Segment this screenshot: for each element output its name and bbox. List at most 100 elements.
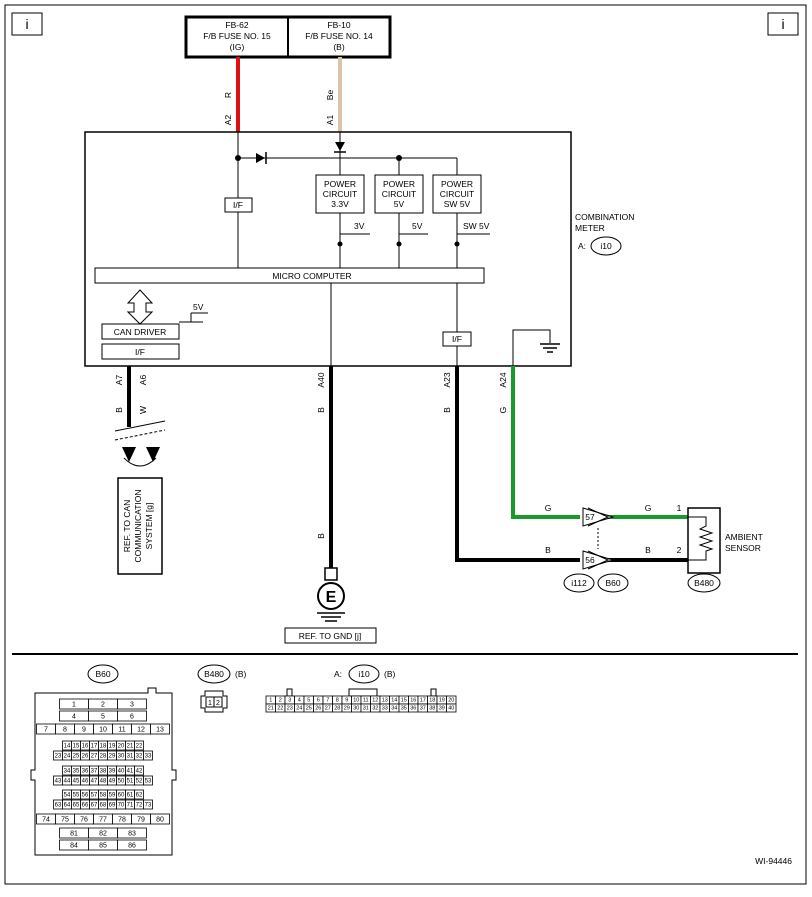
connector-pin: 16 bbox=[80, 740, 90, 751]
output-5v-label: 5V bbox=[412, 221, 423, 231]
svg-text:43: 43 bbox=[55, 779, 62, 785]
svg-text:27: 27 bbox=[325, 706, 331, 712]
svg-text:72: 72 bbox=[136, 803, 143, 809]
svg-text:51: 51 bbox=[127, 779, 134, 785]
connector-pin: 8 bbox=[332, 695, 343, 705]
svg-text:38: 38 bbox=[429, 706, 435, 712]
connector-pin: 41 bbox=[125, 765, 135, 776]
ref-gnd-box[interactable]: REF. TO GND [j] bbox=[284, 627, 377, 644]
connector-pin: 35 bbox=[398, 703, 409, 713]
svg-text:4: 4 bbox=[72, 714, 76, 721]
lower-harness bbox=[127, 366, 688, 568]
connector-pin: 55 bbox=[71, 789, 81, 800]
connector-pin: 70 bbox=[116, 799, 126, 810]
sensor-name-line1: AMBIENT bbox=[725, 532, 763, 542]
connector-pin: 9 bbox=[341, 695, 352, 705]
connector-pin: 15 bbox=[398, 695, 409, 705]
connector-pin: 31 bbox=[125, 750, 135, 761]
connector-pin: 20 bbox=[446, 695, 457, 705]
svg-text:38: 38 bbox=[100, 769, 107, 775]
connector-pin: 74 bbox=[36, 813, 56, 825]
svg-text:7: 7 bbox=[326, 698, 329, 704]
connector-pin: 34 bbox=[62, 765, 72, 776]
svg-text:I/F: I/F bbox=[233, 200, 243, 210]
connector-pin: 19 bbox=[436, 695, 447, 705]
info-icon-right[interactable]: i bbox=[767, 12, 799, 36]
connector-pin: 4 bbox=[294, 695, 305, 705]
svg-text:25: 25 bbox=[306, 706, 312, 712]
connector-pin: 40 bbox=[446, 703, 457, 713]
can-supply-label: 5V bbox=[193, 302, 204, 312]
connector-pin: 5 bbox=[303, 695, 314, 705]
connector-pin: 38 bbox=[427, 703, 438, 713]
svg-text:81: 81 bbox=[70, 831, 78, 838]
ref-can-box[interactable]: REF. TO CAN COMMUNICATION SYSTEM [g] bbox=[117, 477, 163, 575]
connector-pin: 19 bbox=[107, 740, 117, 751]
fuse-fb10-type: (B) bbox=[333, 42, 345, 52]
wire-a1-pin-label: A1 bbox=[325, 115, 335, 126]
connector-pin: 15 bbox=[71, 740, 81, 751]
connector-pin: 62 bbox=[134, 789, 144, 800]
connector-pin: 1 bbox=[265, 695, 276, 705]
fuse-fb10-name: F/B FUSE NO. 14 bbox=[305, 31, 373, 41]
wire-a40-color-label: B bbox=[316, 407, 326, 413]
connector-pin: 59 bbox=[107, 789, 117, 800]
connector-pin: 35 bbox=[71, 765, 81, 776]
svg-text:3: 3 bbox=[130, 702, 134, 709]
svg-text:59: 59 bbox=[109, 793, 116, 799]
connector-pin: 76 bbox=[74, 813, 94, 825]
connector-pin: 51 bbox=[125, 775, 135, 786]
svg-text:10: 10 bbox=[353, 698, 359, 704]
connector-pin: 12 bbox=[131, 723, 151, 735]
connector-pin: 32 bbox=[370, 703, 381, 713]
svg-text:21: 21 bbox=[127, 744, 134, 750]
wire-a24-pin-label: A24 bbox=[498, 372, 508, 387]
svg-text:7: 7 bbox=[44, 727, 48, 734]
svg-text:11: 11 bbox=[118, 727, 125, 734]
svg-text:13: 13 bbox=[382, 698, 388, 704]
svg-text:13: 13 bbox=[156, 727, 164, 734]
svg-text:53: 53 bbox=[145, 779, 152, 785]
wire-a23-run-right-label: B bbox=[645, 545, 651, 555]
legend-b480-badge: B480 bbox=[197, 664, 231, 684]
svg-text:9: 9 bbox=[82, 727, 86, 734]
arrow-down-icon bbox=[122, 447, 136, 462]
connector-pin: 69 bbox=[107, 799, 117, 810]
svg-text:i112: i112 bbox=[571, 578, 587, 588]
connector-pin: 71 bbox=[125, 799, 135, 810]
svg-text:40: 40 bbox=[118, 769, 125, 775]
connector-pin: 83 bbox=[117, 827, 147, 839]
connector-pin: 79 bbox=[131, 813, 151, 825]
connector-pin: 39 bbox=[436, 703, 447, 713]
svg-text:19: 19 bbox=[439, 698, 445, 704]
fuse-fb10-id: FB-10 bbox=[327, 20, 350, 30]
ground-e-icon: E bbox=[317, 567, 345, 622]
info-icon-left[interactable]: i bbox=[11, 12, 43, 36]
wire-a2-color-label: R bbox=[223, 92, 233, 98]
meter-internal-wiring bbox=[179, 132, 490, 366]
wire-a23-pin-label: A23 bbox=[442, 372, 452, 387]
svg-text:19: 19 bbox=[109, 744, 116, 750]
svg-text:30: 30 bbox=[118, 754, 125, 760]
connector-pin: 39 bbox=[107, 765, 117, 776]
can-wire-break bbox=[114, 420, 166, 467]
connector-pin: 72 bbox=[134, 799, 144, 810]
connector-pin: 66 bbox=[80, 799, 90, 810]
connector-pin: 58 bbox=[98, 789, 108, 800]
svg-text:SYSTEM [g]: SYSTEM [g] bbox=[144, 503, 154, 550]
svg-text:COMMUNICATION: COMMUNICATION bbox=[133, 489, 143, 562]
svg-text:2: 2 bbox=[216, 700, 220, 707]
legend-i10-key-left bbox=[286, 688, 293, 697]
connector-pin: 36 bbox=[80, 765, 90, 776]
connector-pin: 6 bbox=[117, 710, 147, 722]
svg-text:45: 45 bbox=[73, 779, 80, 785]
figure-id: WI-94446 bbox=[755, 856, 792, 866]
svg-text:37: 37 bbox=[91, 769, 98, 775]
connector-pin: 18 bbox=[427, 695, 438, 705]
svg-text:49: 49 bbox=[109, 779, 116, 785]
svg-text:3: 3 bbox=[288, 698, 291, 704]
connector-badge-b60: B60 bbox=[597, 573, 629, 593]
connector-pin: 48 bbox=[98, 775, 108, 786]
